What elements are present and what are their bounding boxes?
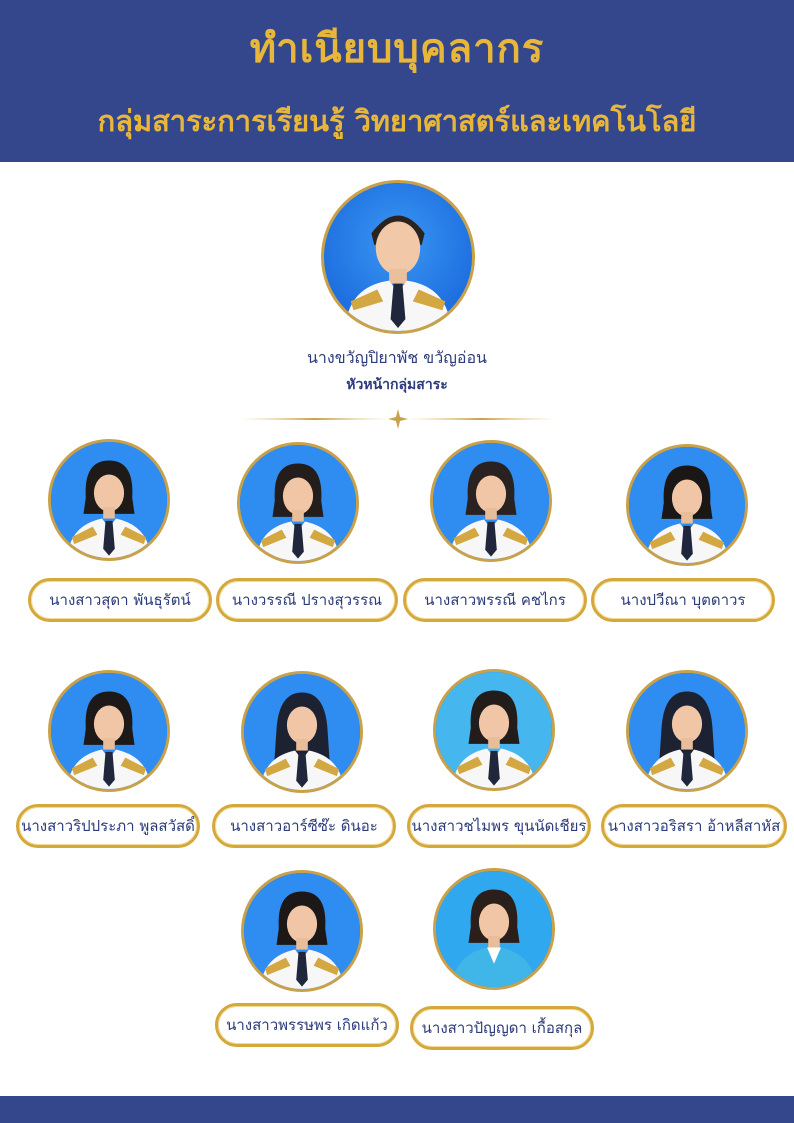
person-portrait-icon [51, 442, 167, 558]
staff-photo [241, 870, 363, 992]
person-portrait-icon [629, 447, 745, 563]
staff-name-pill: นางปวีณา บุตดาวร [591, 578, 775, 622]
staff-name-pill: นางสาวพรรณี คชไกร [403, 578, 587, 622]
staff-photo [430, 440, 552, 562]
staff-photo [433, 669, 555, 791]
staff-name-pill: นางสาวพรรษพร เกิดแก้ว [215, 1003, 399, 1047]
staff-name: นางสาวพรรษพร เกิดแก้ว [226, 1016, 388, 1034]
staff-name-pill: นางวรรณี ปรางสุวรรณ [216, 578, 398, 622]
person-portrait-icon [436, 672, 552, 788]
header-banner: ทำเนียบบุคลากร กลุ่มสาระการเรียนรู้ วิทย… [0, 0, 794, 162]
footer-bar [0, 1096, 794, 1123]
person-portrait-icon [51, 673, 167, 789]
head-role: หัวหน้ากลุ่มสาระ [346, 377, 448, 393]
person-portrait-icon [240, 445, 356, 561]
staff-photo [241, 671, 363, 793]
staff-name: นางสาวริปประภา พูลสวัสดิ์ [21, 817, 195, 835]
staff-name-pill: นางสาวอริสรา อ้าหลีสาหัส [601, 804, 787, 848]
staff-name: นางวรรณี ปรางสุวรรณ [231, 591, 383, 609]
staff-name-pill: นางสาวชไมพร ขุนนัดเชียร [407, 804, 591, 848]
staff-name: นางปวีณา บุตดาวร [620, 591, 746, 609]
person-portrait-icon [433, 443, 549, 559]
staff-photo [237, 442, 359, 564]
page-title: ทำเนียบบุคลากร [249, 26, 545, 72]
staff-name-pill: นางสาวสุดา พันธุรัตน์ [28, 578, 212, 622]
staff-name: นางสาวพรรณี คชไกร [424, 591, 566, 609]
staff-name: นางสาวอริสรา อ้าหลีสาหัส [607, 817, 781, 835]
staff-name-pill: นางสาวปัญญดา เกื้อสกุล [410, 1006, 594, 1050]
staff-photo [48, 439, 170, 561]
page-subtitle: กลุ่มสาระการเรียนรู้ วิทยาศาสตร์และเทคโน… [97, 104, 697, 138]
sparkle-divider-icon [240, 409, 556, 429]
staff-photo [626, 444, 748, 566]
staff-name: นางสาวอาร์ซีซ๊ะ ดินอะ [230, 817, 378, 835]
person-portrait-icon [436, 871, 552, 987]
person-portrait-icon [244, 674, 360, 790]
person-portrait-icon [629, 673, 745, 789]
staff-name: นางสาวชไมพร ขุนนัดเชียร [411, 817, 587, 835]
staff-name-pill: นางสาวอาร์ซีซ๊ะ ดินอะ [212, 804, 396, 848]
staff-photo [48, 670, 170, 792]
staff-photo [433, 868, 555, 990]
head-photo [321, 180, 475, 334]
staff-name: นางสาวปัญญดา เกื้อสกุล [421, 1019, 583, 1037]
head-name: นางขวัญปิยาพัช ขวัญอ่อน [306, 348, 487, 367]
staff-name-pill: นางสาวริปประภา พูลสวัสดิ์ [16, 804, 200, 848]
staff-name: นางสาวสุดา พันธุรัตน์ [49, 591, 191, 609]
person-portrait-icon [344, 215, 452, 331]
staff-photo [626, 670, 748, 792]
person-portrait-icon [244, 873, 360, 989]
